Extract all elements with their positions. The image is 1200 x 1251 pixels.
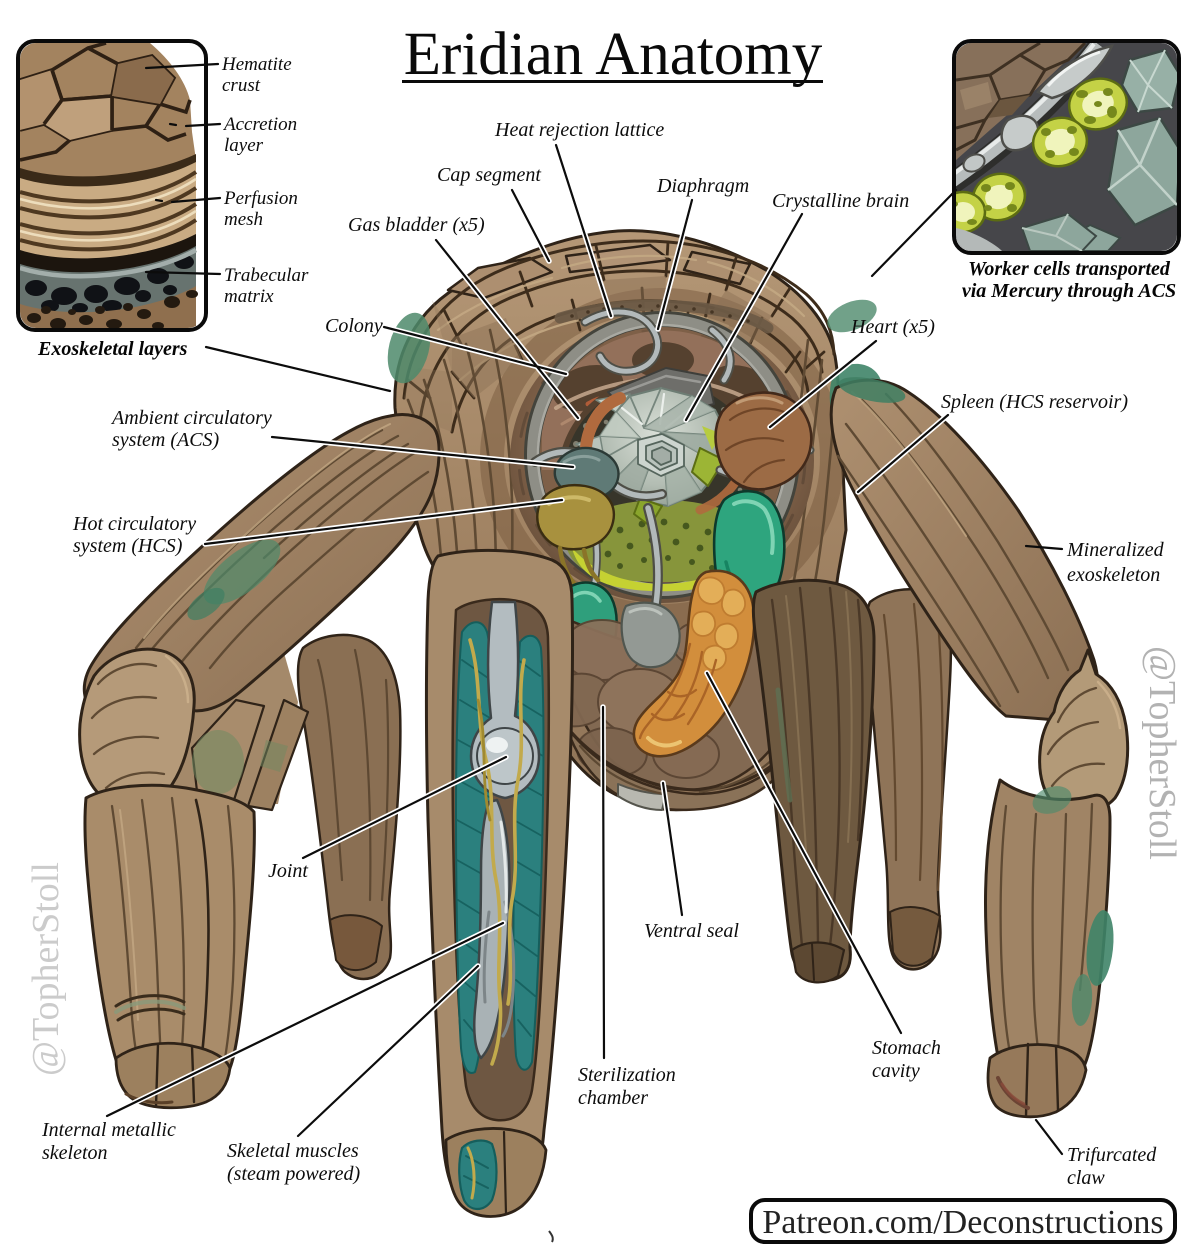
svg-text:Trabecular: Trabecular <box>224 265 309 286</box>
svg-text:@TopherStoll: @TopherStoll <box>25 862 67 1076</box>
svg-text:exoskeleton: exoskeleton <box>1067 564 1160 586</box>
svg-text:Trifurcated: Trifurcated <box>1067 1144 1157 1166</box>
svg-text:Diaphragm: Diaphragm <box>656 175 749 197</box>
svg-text:@TopherStoll: @TopherStoll <box>1141 646 1183 860</box>
svg-text:Ambient circulatory: Ambient circulatory <box>110 407 272 429</box>
svg-text:Worker cells transported: Worker cells transported <box>968 258 1171 280</box>
svg-text:Hot circulatory: Hot circulatory <box>72 513 196 535</box>
svg-text:Gas bladder (x5): Gas bladder (x5) <box>348 214 485 236</box>
svg-text:matrix: matrix <box>224 286 274 307</box>
svg-text:Exoskeletal layers: Exoskeletal layers <box>37 338 188 360</box>
svg-text:Perfusion: Perfusion <box>223 188 298 209</box>
svg-text:Stomach: Stomach <box>872 1037 941 1059</box>
svg-text:crust: crust <box>222 75 261 96</box>
svg-text:Internal metallic: Internal metallic <box>41 1119 176 1141</box>
svg-text:cavity: cavity <box>872 1060 920 1082</box>
svg-text:Crystalline brain: Crystalline brain <box>772 190 909 212</box>
svg-text:Ventral seal: Ventral seal <box>644 920 739 942</box>
svg-text:Patreon.com/Deconstructions: Patreon.com/Deconstructions <box>762 1204 1163 1241</box>
svg-text:Mineralized: Mineralized <box>1066 539 1165 561</box>
svg-text:Heart (x5): Heart (x5) <box>850 316 935 338</box>
svg-text:Skeletal muscles: Skeletal muscles <box>227 1140 359 1162</box>
svg-text:Hematite: Hematite <box>221 54 292 75</box>
svg-text:layer: layer <box>224 135 264 156</box>
svg-text:Cap segment: Cap segment <box>437 164 541 186</box>
svg-text:chamber: chamber <box>578 1087 648 1109</box>
svg-text:skeleton: skeleton <box>42 1142 108 1164</box>
svg-text:Sterilization: Sterilization <box>578 1064 676 1086</box>
svg-text:(steam powered): (steam powered) <box>227 1163 360 1185</box>
svg-text:system (HCS): system (HCS) <box>73 535 183 557</box>
svg-text:Spleen (HCS reservoir): Spleen (HCS reservoir) <box>941 391 1128 413</box>
svg-text:Colony: Colony <box>325 315 383 337</box>
svg-text:Eridian Anatomy: Eridian Anatomy <box>404 21 823 88</box>
svg-text:Accretion: Accretion <box>222 114 297 135</box>
svg-text:Heat rejection lattice: Heat rejection lattice <box>494 119 664 141</box>
svg-text:mesh: mesh <box>224 209 263 230</box>
svg-text:Joint: Joint <box>268 860 308 882</box>
svg-text:system (ACS): system (ACS) <box>112 429 220 451</box>
svg-text:via Mercury through ACS: via Mercury through ACS <box>962 280 1176 302</box>
svg-text:claw: claw <box>1067 1167 1105 1189</box>
